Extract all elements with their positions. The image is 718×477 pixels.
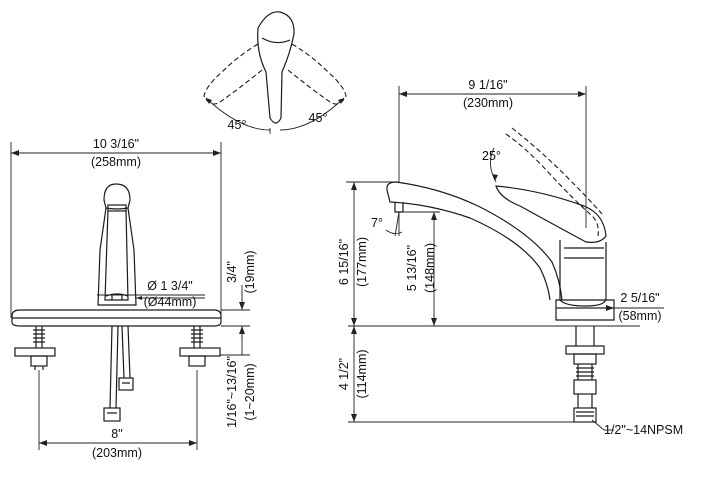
top-view: 45° 45° [203, 11, 347, 134]
front-view: 10 3/16" (258mm) Ø 1 3/4" (Ø44mm) [10, 137, 257, 460]
side-height: 6 15/16" [337, 239, 351, 285]
side-spout-height-mm: (148mm) [423, 243, 437, 293]
side-reach: 9 1/16" [468, 78, 507, 92]
side-spout-angle: 7° [371, 216, 383, 230]
top-right-angle: 45° [309, 111, 328, 125]
side-base-dia-mm: (58mm) [618, 309, 661, 323]
side-view: 9 1/16" (230mm) 25° 7° 6 15/16" (177mm) [337, 78, 683, 437]
side-height-mm: (177mm) [355, 237, 369, 287]
front-deck-range-mm: (1~20mm) [243, 363, 257, 420]
side-thread: 1/2"~14NPSM [604, 423, 683, 437]
side-reach-mm: (230mm) [463, 96, 513, 110]
side-spout-height: 5 13/16" [405, 245, 419, 291]
front-center-spacing: 8" [111, 427, 122, 441]
side-base-dia: 2 5/16" [620, 291, 659, 305]
side-handle-angle: 25° [482, 149, 501, 163]
front-hole-dia: Ø 1 3/4" [147, 279, 192, 293]
front-width: 10 3/16" [93, 137, 139, 151]
top-left-angle: 45° [228, 118, 247, 132]
side-shank-length: 4 1/2" [337, 358, 351, 390]
front-hole-dia-mm: (Ø44mm) [144, 295, 197, 309]
side-shank-length-mm: (114mm) [355, 349, 369, 398]
front-plate-thickness-mm: (19mm) [243, 250, 257, 293]
front-deck-range: 1/16"~13/16" [225, 356, 239, 428]
front-width-mm: (258mm) [91, 155, 141, 169]
front-center-spacing-mm: (203mm) [92, 446, 142, 460]
front-plate-thickness: 3/4" [225, 261, 239, 283]
